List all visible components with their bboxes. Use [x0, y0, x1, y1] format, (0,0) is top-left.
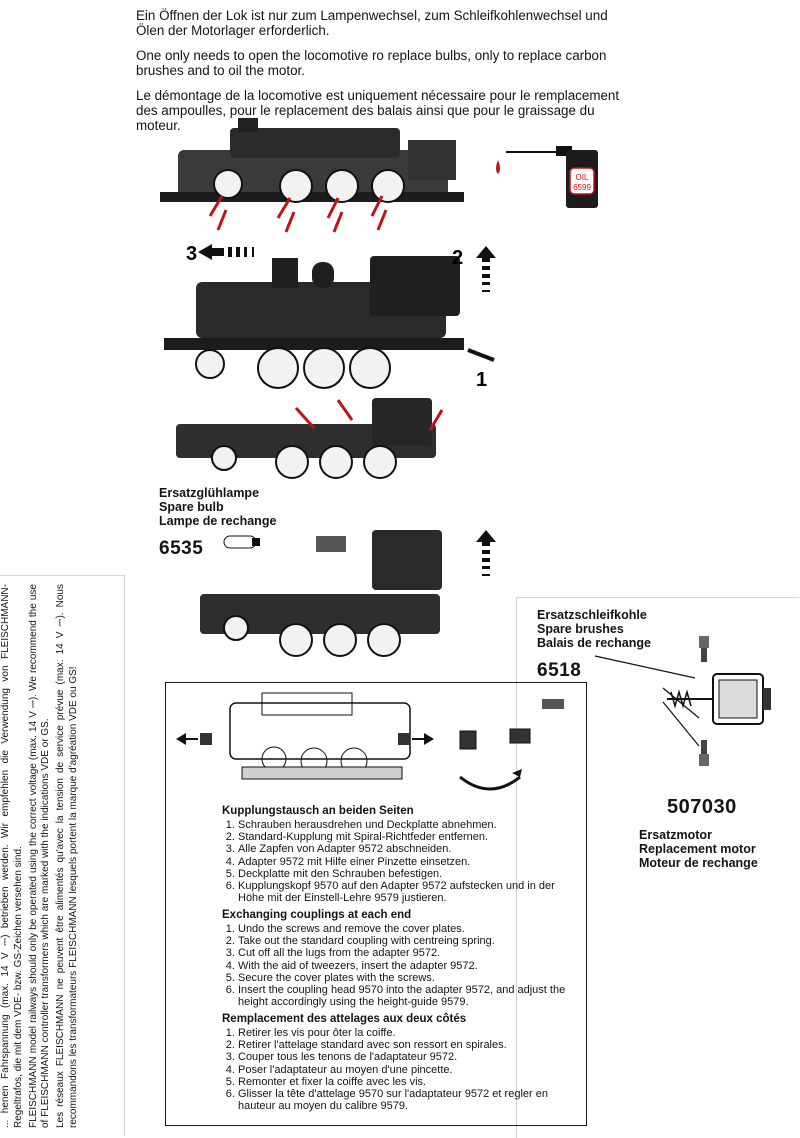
motor-label-en: Replacement motor [639, 842, 756, 856]
voltage-warning-en: FLEISCHMANN model railways should only b… [27, 584, 52, 1128]
couplings-french-step: Couper tous les tenons de l'adaptateur 9… [238, 1051, 582, 1063]
voltage-warning-text: ... henen Fahrspannung (max. 14 V ⎓) bet… [0, 576, 124, 1136]
couplings-german-section: Kupplungstausch an beiden Seiten Schraub… [222, 805, 582, 904]
couplings-english-section: Exchanging couplings at each end Undo th… [222, 909, 582, 1008]
couplings-german-step: Deckplatte mit den Schrauben befestigen. [238, 868, 582, 880]
couplings-french-title: Remplacement des attelages aux deux côté… [222, 1013, 467, 1025]
couplings-french-step: Retirer les vis pour ôter la coiffe. [238, 1027, 582, 1039]
couplings-french-step: Remonter et fixer la coiffe avec les vis… [238, 1076, 582, 1088]
couplings-english-step: Take out the standard coupling with cent… [238, 935, 582, 947]
couplings-french-step: Retirer l'attelage standard avec son res… [238, 1039, 582, 1051]
bulb-label-de: Ersatzglühlampe [159, 486, 260, 500]
voltage-warning-fr: Les réseaux FLEISCHMANN ne peuvent être … [55, 584, 79, 1128]
oil-bottle-icon: OIL 6599 [496, 146, 598, 208]
couplings-english-step: Undo the screws and remove the cover pla… [238, 923, 582, 935]
motor-icon [594, 636, 771, 766]
bulb-icon [223, 535, 260, 549]
brushes-label-fr: Balais de rechange [537, 636, 651, 650]
couplings-french-section: Remplacement des attelages aux deux côté… [222, 1013, 582, 1112]
coupling-diagram [176, 692, 564, 791]
couplings-german-step: Standard-Kupplung mit Spiral-Richtfeder … [238, 831, 582, 843]
couplings-french-step: Poser l'adaptateur au moyen d'une pincet… [238, 1064, 582, 1076]
couplings-german-step: Schrauben herausdrehen und Deckplatte ab… [238, 819, 582, 831]
couplings-english-step: Secure the cover plates with the screws. [238, 972, 582, 984]
oil-part-number: 6599 [573, 183, 591, 192]
couplings-english-step: Insert the coupling head 9570 into the a… [238, 984, 582, 1008]
motor-part-number: 507030 [667, 796, 737, 818]
couplings-german-step: Adapter 9572 mit Hilfe einer Pinzette ei… [238, 856, 582, 868]
coupling-instructions-box: Kupplungstausch an beiden Seiten Schraub… [165, 682, 587, 1126]
spare-bulb-labels: Ersatzglühlampe Spare bulb Lampe de rech… [159, 486, 276, 560]
couplings-german-title: Kupplungstausch an beiden Seiten [222, 805, 414, 817]
motor-label-de: Ersatzmotor [639, 828, 712, 842]
right-fold-panel: Ersatzschleifkohle Spare brushes Balais … [516, 597, 799, 1138]
intro-german: Ein Öffnen der Lok ist nur zum Lampenwec… [136, 8, 608, 38]
motor-label-fr: Moteur de rechange [639, 856, 758, 870]
couplings-german-step: Alle Zapfen von Adapter 9572 abschneiden… [238, 843, 582, 855]
spare-brushes-labels: Ersatzschleifkohle Spare brushes Balais … [537, 608, 651, 682]
bulb-part-number: 6535 [159, 538, 204, 559]
replacement-motor-labels: Ersatzmotor Replacement motor Moteur de … [639, 828, 758, 870]
oil-label: OIL [576, 173, 589, 182]
couplings-french-step: Glisser la tête d'attelage 9570 sur l'ad… [238, 1088, 582, 1112]
bulb-label-fr: Lampe de rechange [159, 514, 277, 528]
brushes-label-en: Spare brushes [537, 622, 624, 636]
bulb-label-en: Spare bulb [159, 500, 224, 514]
intro-french: Le démontage de la locomotive est unique… [136, 88, 620, 133]
step-2-label: 2 [452, 247, 463, 269]
couplings-english-step: Cut off all the lugs from the adapter 95… [238, 947, 582, 959]
couplings-english-step: With the aid of tweezers, insert the ada… [238, 960, 582, 972]
couplings-english-title: Exchanging couplings at each end [222, 909, 412, 921]
left-fold-panel: ... henen Fahrspannung (max. 14 V ⎓) bet… [0, 575, 125, 1136]
voltage-warning-de: ... henen Fahrspannung (max. 14 V ⎓) bet… [0, 584, 24, 1128]
intro-text: Ein Öffnen der Lok ist nur zum Lampenwec… [136, 8, 636, 143]
couplings-german-step: Kupplungskopf 9570 auf den Adapter 9572 … [238, 880, 582, 904]
disassembly-illustration: OIL 6599 3 2 1 [160, 118, 598, 657]
step-3-label: 3 [186, 243, 197, 265]
chassis-bulb-figure [176, 398, 444, 479]
loco-full-figure: 3 2 1 [164, 243, 496, 391]
brushes-part-number: 6518 [537, 660, 582, 681]
brushes-label-de: Ersatzschleifkohle [537, 608, 647, 622]
loco-oiling-figure [160, 118, 464, 233]
intro-english: One only needs to open the locomotive ro… [136, 48, 607, 78]
motor-removal-figure [200, 530, 496, 657]
step-1-label: 1 [476, 369, 487, 391]
